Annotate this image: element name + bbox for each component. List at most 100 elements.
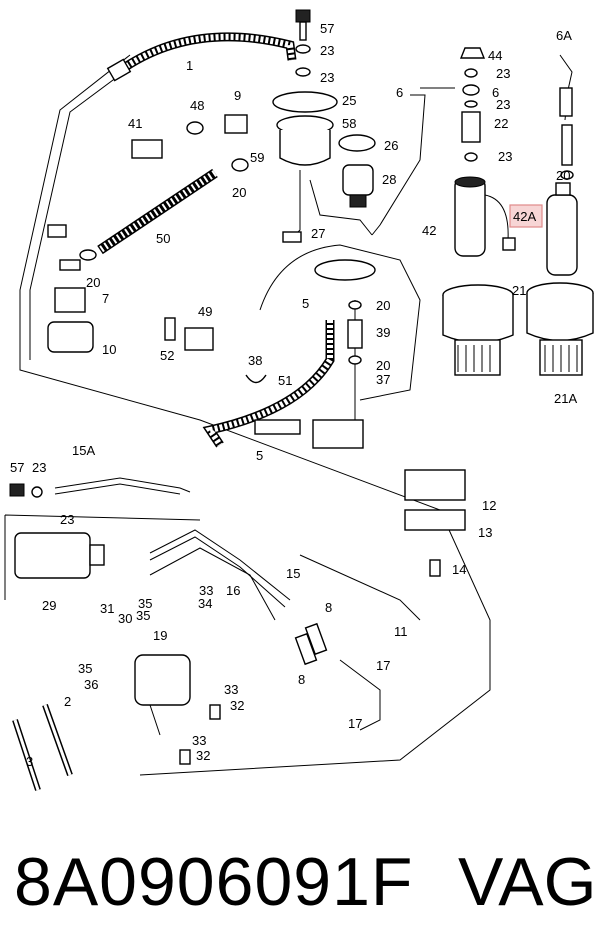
part-9 — [224, 114, 248, 134]
callout-30: 30 — [118, 611, 132, 626]
part-41 — [131, 139, 163, 159]
fuel-line-outline — [4, 54, 491, 776]
callout-58: 58 — [342, 116, 356, 131]
connector-5 — [254, 419, 301, 435]
callout-29: 29 — [42, 598, 56, 613]
callout-20: 20 — [232, 185, 246, 200]
callout-33: 33 — [192, 733, 206, 748]
callout-51: 51 — [278, 373, 292, 388]
callout-1: 1 — [186, 58, 193, 73]
callout-6a: 6A — [556, 28, 572, 43]
brand-name: VAG — [458, 844, 597, 920]
part-37-bracket — [312, 419, 364, 449]
clamp-20 — [231, 158, 249, 172]
callout-22: 22 — [494, 116, 508, 131]
callout-44: 44 — [488, 48, 502, 63]
callout-17: 17 — [348, 716, 362, 731]
callout-5: 5 — [302, 296, 309, 311]
callout-12: 12 — [482, 498, 496, 513]
callout-37: 37 — [376, 372, 390, 387]
line-15a — [54, 477, 191, 493]
callout-31: 31 — [100, 601, 114, 616]
part-10 — [47, 321, 94, 353]
callout-6: 6 — [396, 85, 403, 100]
callout-20: 20 — [376, 298, 390, 313]
callout-36: 36 — [84, 677, 98, 692]
callout-9: 9 — [234, 88, 241, 103]
callout-7: 7 — [102, 291, 109, 306]
callout-42: 42 — [422, 223, 436, 238]
bolt-14 — [429, 559, 441, 577]
callout-48: 48 — [190, 98, 204, 113]
callout-23: 23 — [496, 66, 510, 81]
callout-27: 27 — [311, 226, 325, 241]
callout-2: 2 — [64, 694, 71, 709]
connector-8 — [304, 622, 328, 656]
callout-35: 35 — [78, 661, 92, 676]
callout-34: 34 — [198, 596, 212, 611]
callout-8: 8 — [298, 672, 305, 687]
valve-stack-22 — [459, 47, 486, 162]
line-16 — [149, 529, 291, 601]
clamp-26 — [338, 134, 376, 152]
callout-41: 41 — [128, 116, 142, 131]
callout-21: 21 — [512, 283, 526, 298]
callout-8: 8 — [325, 600, 332, 615]
callout-16: 16 — [226, 583, 240, 598]
callout-20: 20 — [556, 168, 570, 183]
line-17 — [339, 659, 381, 731]
line-6 — [371, 94, 426, 236]
callout-23: 23 — [320, 43, 334, 58]
callout-52: 52 — [160, 348, 174, 363]
callout-49: 49 — [198, 304, 212, 319]
callout-39: 39 — [376, 325, 390, 340]
callout-20: 20 — [86, 275, 100, 290]
fuel-tank — [259, 244, 421, 401]
fuel-filter-29 — [14, 532, 105, 579]
callout-15a: 15A — [72, 443, 95, 458]
callout-57: 57 — [10, 460, 24, 475]
callout-23: 23 — [60, 512, 74, 527]
callout-23: 23 — [32, 460, 46, 475]
callout-32: 32 — [196, 748, 210, 763]
callout-14: 14 — [452, 562, 466, 577]
sender-unit — [272, 91, 373, 243]
callout-23: 23 — [498, 149, 512, 164]
line-6a — [559, 54, 574, 180]
part-39 — [347, 319, 363, 349]
hose-1 — [106, 32, 297, 82]
callout-25: 25 — [342, 93, 356, 108]
part-number: 8A0906091F — [14, 844, 414, 920]
callout-labels: 57232312558266442362322236A2041489592028… — [10, 21, 577, 769]
callout-23: 23 — [496, 97, 510, 112]
callout-57: 57 — [320, 21, 334, 36]
line-15 — [299, 554, 421, 621]
bolt-57-top — [295, 9, 311, 77]
callout-3: 3 — [26, 754, 33, 769]
mount-12 — [404, 469, 466, 501]
callout-50: 50 — [156, 231, 170, 246]
callout-13: 13 — [478, 525, 492, 540]
callout-6: 6 — [492, 85, 499, 100]
fuel-pump-42 — [454, 176, 516, 257]
caption-bar: 8A0906091F VAG — [0, 832, 600, 942]
clamp-38 — [245, 374, 267, 384]
callout-26: 26 — [384, 138, 398, 153]
callout-33: 33 — [199, 583, 213, 598]
callout-17: 17 — [376, 658, 390, 673]
callout-20: 20 — [376, 358, 390, 373]
pump-housing-21 — [442, 284, 514, 376]
callout-28: 28 — [382, 172, 396, 187]
callout-38: 38 — [248, 353, 262, 368]
part-49 — [184, 327, 214, 351]
callout-23: 23 — [320, 70, 334, 85]
pump-28 — [342, 164, 374, 208]
callout-15: 15 — [286, 566, 300, 581]
callout-32: 32 — [230, 698, 244, 713]
callout-11: 11 — [394, 624, 408, 639]
callout-10: 10 — [102, 342, 116, 357]
part-7 — [54, 287, 86, 313]
callout-35: 35 — [136, 608, 150, 623]
part-52 — [164, 317, 176, 341]
exploded-parts-diagram: 57232312558266442362322236A2041489592028… — [4, 9, 594, 791]
